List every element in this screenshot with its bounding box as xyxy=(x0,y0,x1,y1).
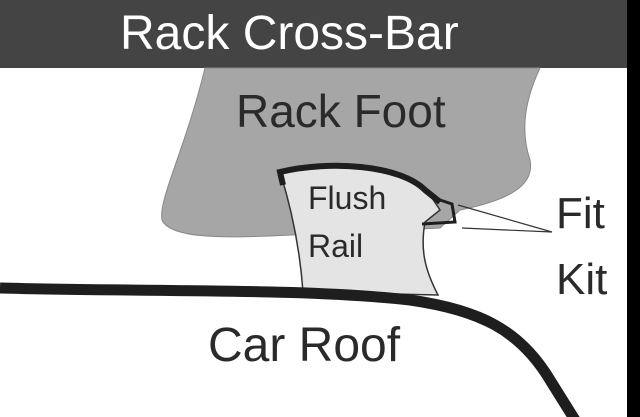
fit-kit-pointer xyxy=(457,204,553,233)
car-roof-line xyxy=(0,282,580,417)
cross-bar-label: Rack Cross-Bar xyxy=(120,7,459,60)
fit-kit-label-line2: Kit xyxy=(556,255,608,304)
rack-foot-label: Rack Foot xyxy=(236,85,446,137)
fit-kit-label-line1: Fit xyxy=(556,189,605,238)
car-roof-label: Car Roof xyxy=(208,319,401,372)
flush-rail-label-line1: Flush xyxy=(308,180,387,216)
rack-foot xyxy=(161,67,541,238)
fit-kit-clip xyxy=(421,198,457,226)
flush-rail-top-edge xyxy=(276,162,442,205)
right-edge-bar xyxy=(627,0,640,417)
rack-cross-bar xyxy=(0,0,640,68)
flush-rail-label-line2: Rail xyxy=(308,228,364,264)
